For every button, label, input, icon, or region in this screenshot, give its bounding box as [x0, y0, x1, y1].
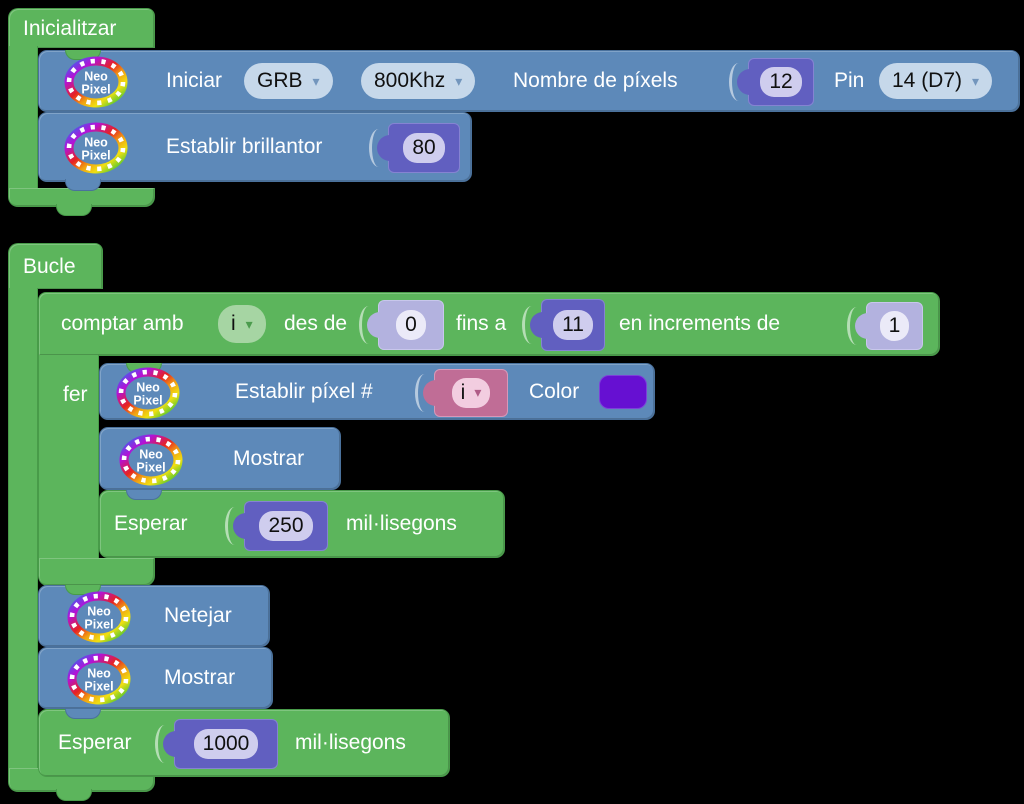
wait-unit-label: mil·lisegons [295, 731, 406, 754]
loop-variable-value: i [231, 312, 236, 335]
pixel-index-variable-block[interactable]: i ▾ [434, 369, 508, 417]
wait-block-2[interactable]: Esperar 1000 mil·lisegons [38, 709, 450, 777]
count-loop-footer[interactable] [38, 558, 155, 586]
color-order-dropdown[interactable]: GRB ▾ [244, 63, 333, 99]
clear-label: Netejar [164, 604, 232, 627]
wait-unit-label: mil·lisegons [346, 512, 457, 535]
svg-text:Neo: Neo [84, 136, 108, 150]
neopixel-show-block-1[interactable]: Neo Pixel Mostrar [99, 427, 341, 490]
count-loop-spine[interactable]: fer [38, 355, 99, 558]
neopixel-icon: Neo Pixel [64, 56, 128, 108]
wait-value-block[interactable]: 250 [244, 501, 328, 551]
svg-text:Pixel: Pixel [81, 83, 110, 97]
count-to-value[interactable]: 11 [553, 309, 593, 341]
dropdown-arrow-icon: ▾ [312, 73, 320, 89]
dropdown-arrow-icon: ▾ [972, 73, 980, 89]
neopixel-icon: Neo Pixel [116, 367, 180, 419]
brightness-value[interactable]: 80 [403, 132, 445, 164]
count-from-value[interactable]: 0 [396, 309, 426, 341]
count-loop-block[interactable]: comptar amb i ▾ des de 0 fins a 11 en in… [38, 292, 940, 356]
neopixel-brightness-block[interactable]: Neo Pixel Establir brillantor 80 [38, 112, 472, 191]
svg-text:Neo: Neo [136, 381, 160, 395]
count-by-label: en increments de [619, 312, 781, 335]
wait-block-1[interactable]: Esperar 250 mil·lisegons [99, 490, 505, 558]
dropdown-arrow-icon: ▾ [245, 316, 253, 332]
pixels-count-label: Nombre de píxels [513, 69, 678, 92]
brightness-value-block[interactable]: 80 [388, 123, 460, 173]
neopixel-icon: Neo Pixel [67, 591, 131, 643]
neopixel-icon: Neo Pixel [67, 653, 131, 705]
count-by-value-block[interactable]: 1 [866, 302, 923, 350]
neopixel-init-block[interactable]: Neo Pixel Iniciar GRB ▾ 800Khz ▾ Nombre … [38, 50, 1020, 112]
pixel-color-label: Color [529, 379, 580, 403]
pin-dropdown[interactable]: 14 (D7) ▾ [879, 63, 993, 99]
count-with-label: comptar amb [61, 312, 184, 335]
wait-value[interactable]: 250 [259, 510, 313, 542]
pixels-count-value-block[interactable]: 12 [748, 58, 814, 106]
pin-value: 14 (D7) [892, 69, 963, 92]
frequency-dropdown[interactable]: 800Khz ▾ [361, 63, 476, 99]
pixels-count-value[interactable]: 12 [760, 66, 802, 98]
show-label: Mostrar [233, 446, 305, 470]
init-block-label: Iniciar [166, 69, 223, 92]
set-pixel-label: Establir píxel # [235, 379, 373, 403]
svg-text:Pixel: Pixel [81, 149, 110, 163]
svg-text:Neo: Neo [87, 667, 111, 681]
neopixel-show-block-2[interactable]: Neo Pixel Mostrar [38, 647, 273, 709]
count-from-value-block[interactable]: 0 [378, 300, 444, 350]
neopixel-icon: Neo Pixel [119, 434, 183, 486]
init-wrapper-spine[interactable] [8, 46, 38, 190]
neopixel-clear-block[interactable]: Neo Pixel Netejar [38, 585, 270, 647]
neopixel-icon: Neo Pixel [64, 122, 128, 174]
init-wrapper-footer[interactable] [8, 188, 155, 216]
neopixel-set-pixel-block[interactable]: Neo Pixel Establir píxel # i ▾ Color [99, 363, 655, 420]
svg-text:Neo: Neo [84, 70, 108, 84]
svg-text:Pixel: Pixel [84, 680, 113, 694]
loop-wrapper-header[interactable]: Bucle [8, 243, 103, 289]
loop-wrapper-spine[interactable] [8, 288, 38, 770]
pin-label: Pin [834, 69, 865, 92]
dropdown-arrow-icon: ▾ [474, 384, 482, 401]
color-order-value: GRB [257, 69, 303, 92]
count-do-label: fer [63, 383, 88, 406]
count-to-value-block[interactable]: 11 [541, 299, 605, 351]
wait-value-block[interactable]: 1000 [174, 719, 278, 769]
frequency-value: 800Khz [374, 69, 446, 92]
count-by-value[interactable]: 1 [879, 310, 910, 342]
svg-text:Neo: Neo [139, 448, 163, 462]
svg-text:Pixel: Pixel [84, 618, 113, 632]
dropdown-arrow-icon: ▾ [455, 73, 463, 89]
wait-value[interactable]: 1000 [193, 728, 259, 760]
svg-text:Pixel: Pixel [133, 394, 162, 408]
init-wrapper-label: Inicialitzar [23, 16, 117, 40]
loop-variable-dropdown[interactable]: i ▾ [218, 305, 266, 343]
wait-label: Esperar [58, 731, 132, 754]
svg-text:Neo: Neo [87, 605, 111, 619]
init-wrapper-header[interactable]: Inicialitzar [8, 8, 155, 48]
wait-label: Esperar [114, 512, 188, 535]
brightness-label: Establir brillantor [166, 135, 323, 158]
pixel-color-swatch[interactable] [599, 374, 647, 409]
show-label: Mostrar [164, 666, 236, 689]
loop-wrapper-label: Bucle [23, 254, 76, 278]
count-from-label: des de [284, 312, 348, 335]
pixel-index-variable-dropdown[interactable]: i ▾ [451, 377, 491, 409]
pixel-index-variable-value: i [460, 380, 466, 404]
svg-text:Pixel: Pixel [136, 461, 165, 475]
count-to-label: fins a [456, 312, 507, 335]
